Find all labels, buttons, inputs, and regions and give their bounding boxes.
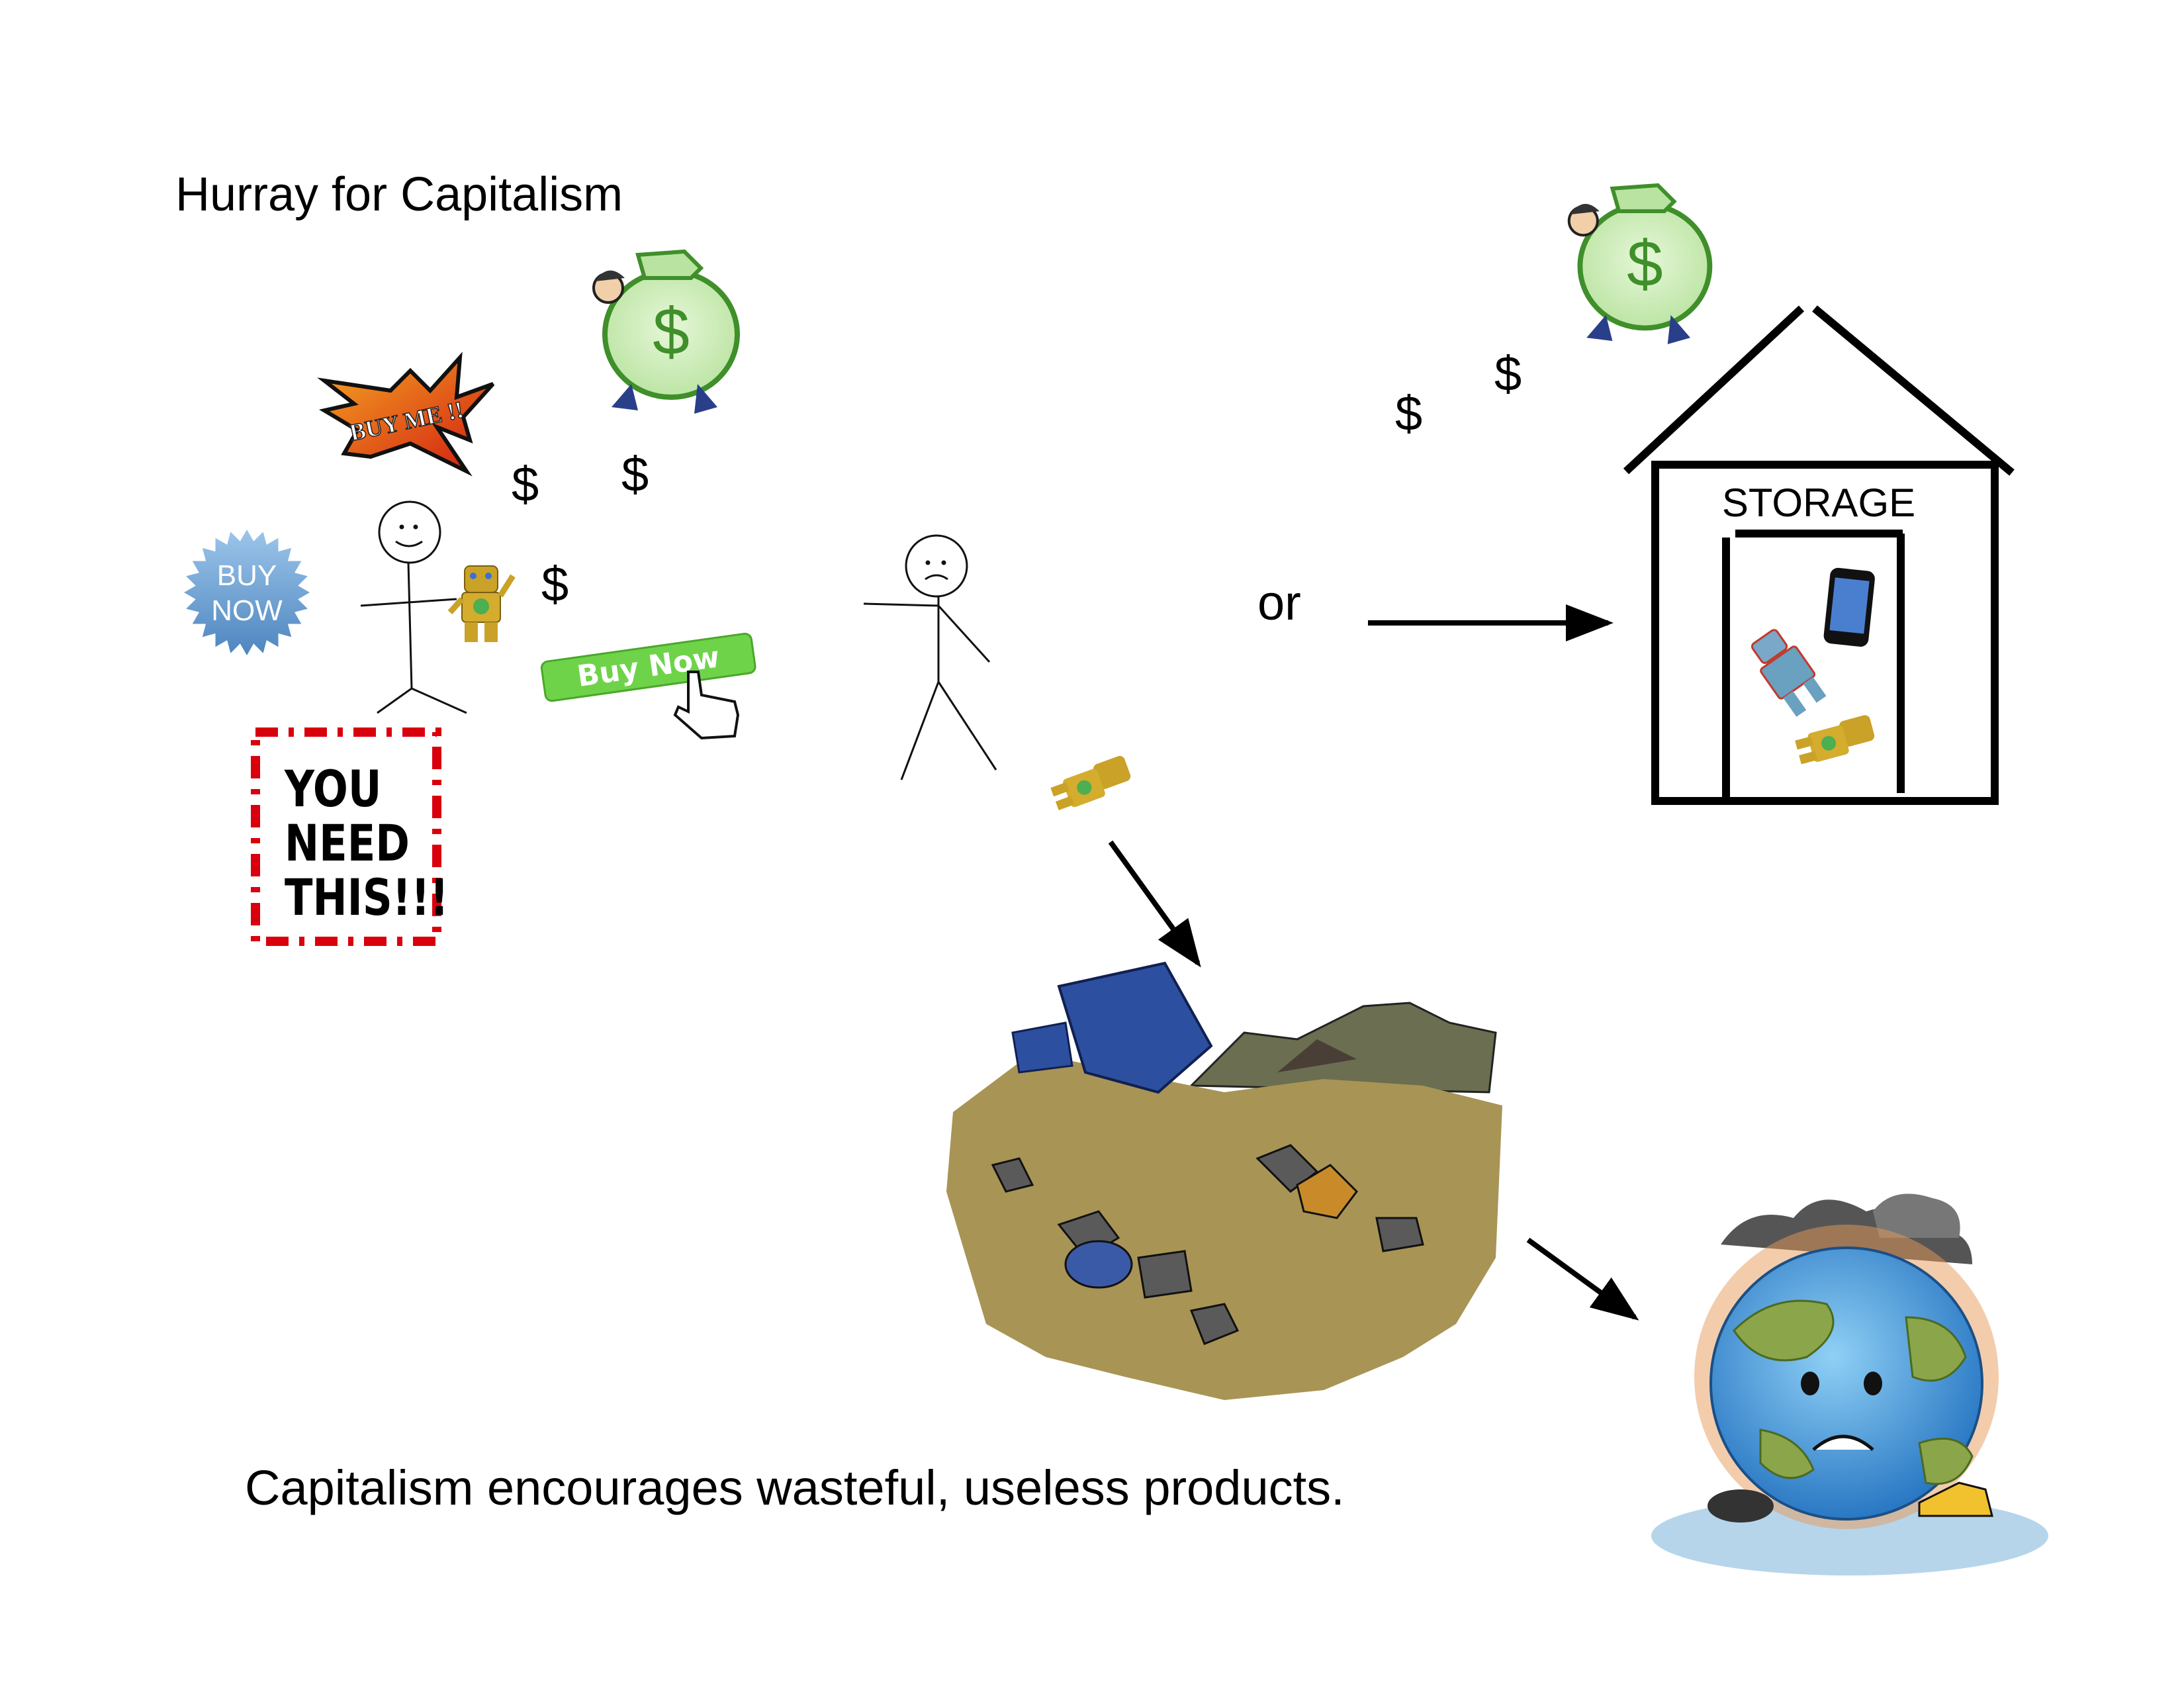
happy-stick-figure <box>360 500 467 714</box>
you-need-this-line3: THIS!!! <box>285 868 449 927</box>
you-need-this-line2: NEED <box>285 814 410 873</box>
polluted-earth-illustration <box>1651 1194 2048 1575</box>
sad-stick-figure <box>863 534 997 780</box>
arrow-to-landfill <box>1108 840 1201 968</box>
toy-robot-icon <box>1795 715 1875 765</box>
discarded-robot-icon <box>1050 755 1131 810</box>
or-label: or <box>1257 575 1301 630</box>
dollar-sign: $ <box>621 447 649 502</box>
arrow-to-polluted-earth <box>1526 1237 1639 1321</box>
retro-robot-icon <box>1751 629 1827 717</box>
landfill-illustration <box>946 961 1502 1400</box>
buy-now-badge-line1: BUY <box>217 559 277 592</box>
buy-now-badge-line2: NOW <box>211 594 283 627</box>
you-need-this-sign: YOU NEED THIS!!! <box>251 727 449 946</box>
dollar-sign: $ <box>541 557 569 612</box>
svg-text:$: $ <box>1627 227 1663 300</box>
buy-now-badge: BUY NOW <box>184 530 310 655</box>
slide-title: Hurray for Capitalism <box>175 168 623 221</box>
dollar-sign: $ <box>512 457 539 512</box>
slide-caption: Capitalism encourages wasteful, useless … <box>245 1460 1345 1515</box>
dollar-sign: $ <box>1494 346 1522 401</box>
toy-robot-icon <box>447 565 516 642</box>
storage-label: STORAGE <box>1722 481 1915 525</box>
dollar-sign-on-bag: $ <box>653 295 690 369</box>
money-bag-man-icon: $ <box>592 249 740 414</box>
smartphone-icon <box>1823 567 1875 647</box>
storage-house <box>1623 305 2015 805</box>
hand-cursor-icon <box>673 671 740 740</box>
money-bag-man-icon: $ <box>1567 183 1713 344</box>
buy-me-starburst: BUY ME !! <box>317 352 495 477</box>
you-need-this-line1: YOU <box>284 760 381 819</box>
dollar-sign: $ <box>1395 386 1422 441</box>
buy-now-button: Buy Now <box>540 632 756 702</box>
